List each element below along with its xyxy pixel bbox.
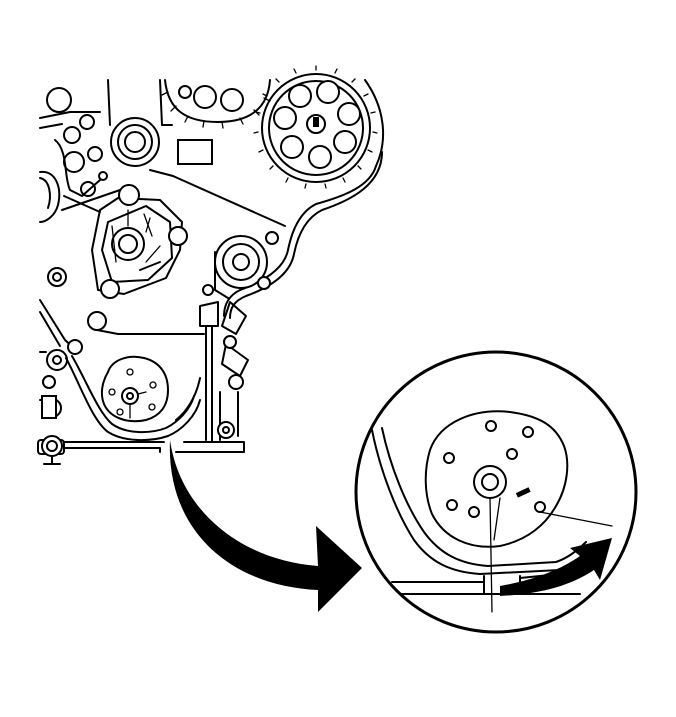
left-camshaft-sprocket [161,79,271,129]
left-accessory-cluster [39,87,108,223]
crankshaft-sprocket [100,355,170,423]
cover-bolts [47,267,214,331]
engine-front-overview [37,65,385,465]
crankshaft-detail-view [354,350,638,634]
lower-cover-outline [39,299,249,441]
upper-cover-outline [39,79,385,167]
water-pump [91,184,188,299]
upper-idler-pulley [110,117,160,167]
tensioner-pulley [214,231,279,299]
lower-rail [63,411,245,453]
crankshaft-bolt [37,435,65,465]
right-camshaft-sprocket [253,65,378,189]
timing-belt-lower [65,355,201,442]
timing-belt-upper [61,151,383,319]
curved-arrow-icon [169,440,362,612]
rotation-arrow-icon [500,538,612,596]
left-idler-stack [39,339,83,419]
